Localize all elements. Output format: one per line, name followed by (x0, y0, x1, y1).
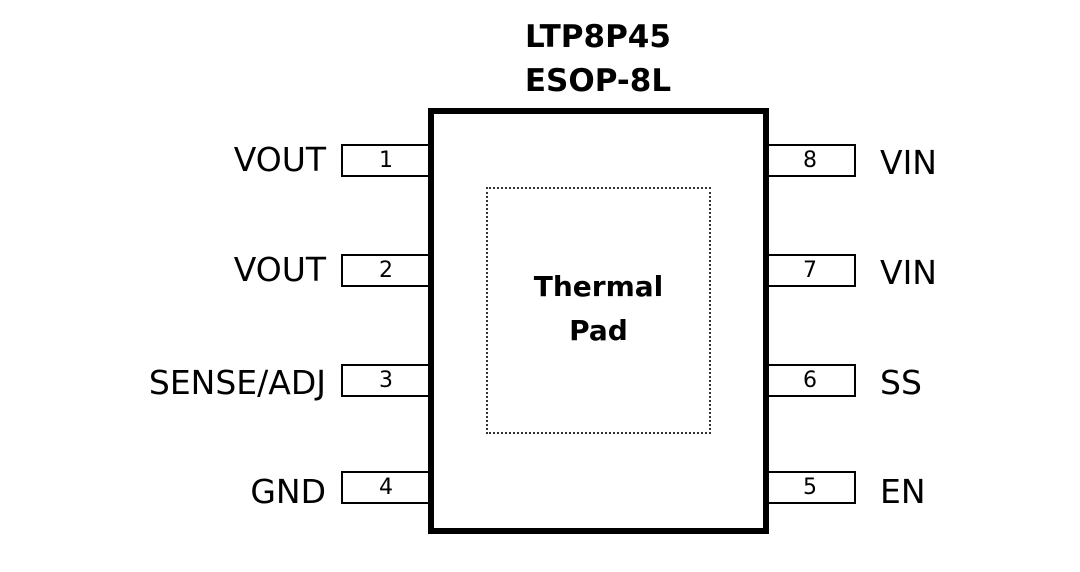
part-number-title: LTP8P45 (525, 19, 671, 55)
pin-5-tab: 5 (769, 471, 856, 504)
pin-2-number: 2 (379, 258, 393, 283)
pin-8-label: VIN (880, 143, 937, 182)
pin-7-tab: 7 (769, 254, 856, 287)
pin-8-tab: 8 (769, 144, 856, 177)
pin-4-tab: 4 (341, 471, 428, 504)
chip-body (428, 108, 769, 534)
pin-1-label: VOUT (233, 140, 326, 179)
pin-3-label: SENSE/ADJ (148, 363, 326, 402)
pin-1-number: 1 (379, 148, 393, 173)
pin-6-label: SS (880, 363, 922, 402)
thermal-pad-label-line2: Pad (569, 314, 628, 347)
thermal-pad-label-line1: Thermal (533, 270, 664, 303)
pin-4-label: GND (250, 472, 326, 511)
pin-8-number: 8 (803, 148, 817, 173)
pin-1-tab: 1 (341, 144, 428, 177)
pin-3-tab: 3 (341, 364, 428, 397)
pin-4-number: 4 (379, 475, 393, 500)
pin-7-number: 7 (803, 258, 817, 283)
pin-7-label: VIN (880, 253, 937, 292)
pin-6-tab: 6 (769, 364, 856, 397)
pin-5-label: EN (880, 472, 926, 511)
pin-3-number: 3 (379, 368, 393, 393)
pin-2-label: VOUT (233, 250, 326, 289)
pin-2-tab: 2 (341, 254, 428, 287)
thermal-pad: Thermal Pad (486, 187, 711, 434)
pin-5-number: 5 (803, 475, 817, 500)
package-name-title: ESOP-8L (524, 63, 672, 99)
pin-6-number: 6 (803, 368, 817, 393)
